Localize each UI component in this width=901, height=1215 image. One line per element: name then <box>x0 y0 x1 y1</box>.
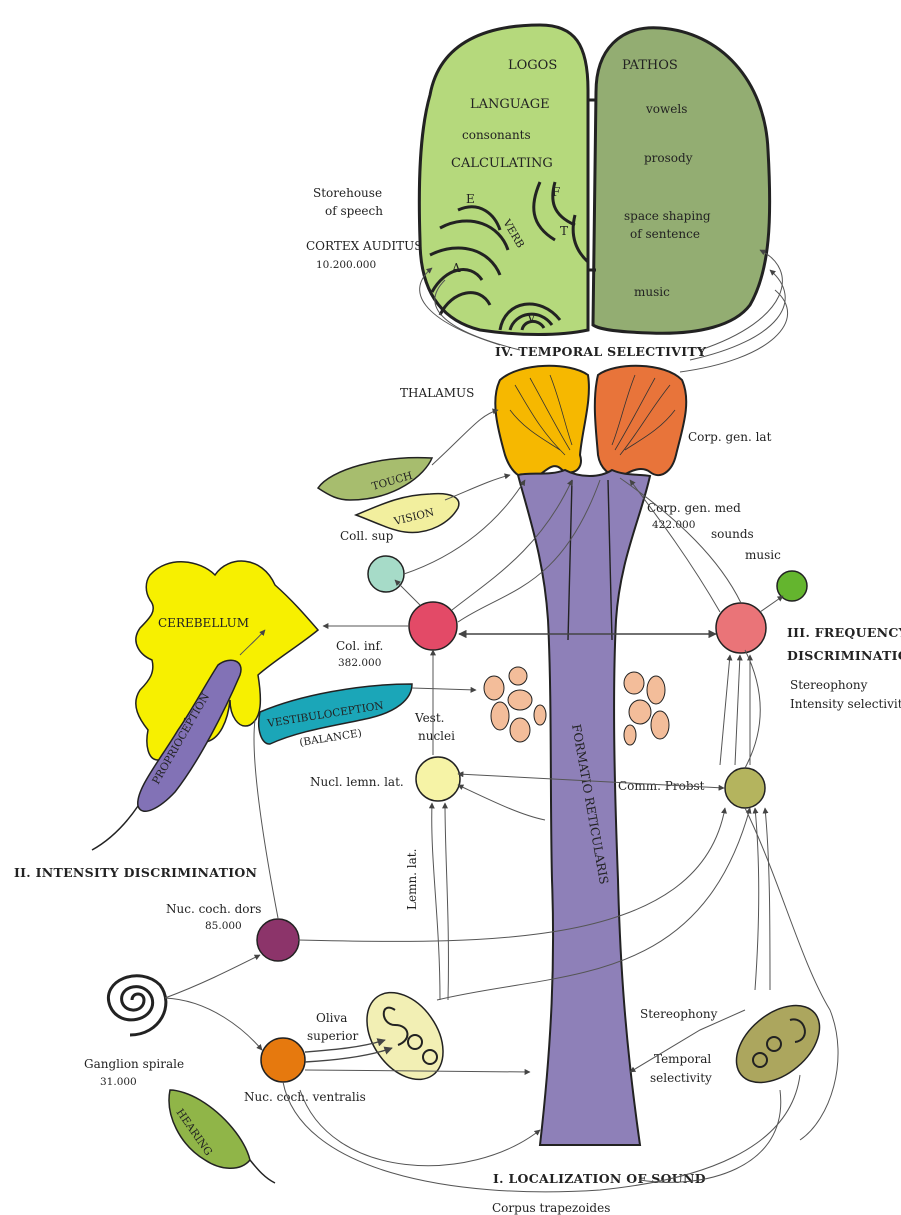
hearing-stem <box>250 1160 275 1183</box>
area-e-label: E <box>466 192 475 206</box>
thalamus-left <box>495 366 589 479</box>
proprioception-stem <box>92 806 138 850</box>
stereophony-label: Stereophony <box>790 678 868 692</box>
superior-label: superior <box>307 1029 358 1043</box>
left-hemisphere <box>419 25 588 335</box>
cortex-count-label: 10.200.000 <box>316 259 376 271</box>
vest-label: Vest. <box>414 711 444 725</box>
freq-disc-node <box>716 603 766 653</box>
col-inf-node <box>409 602 457 650</box>
ganglion-count: 31.000 <box>100 1076 137 1088</box>
coll-sup-label: Coll. sup <box>340 529 394 543</box>
corp-gen-med-label: Corp. gen. med <box>647 501 741 515</box>
col-inf-count: 382.000 <box>338 657 381 669</box>
calculating-label: CALCULATING <box>451 156 553 171</box>
intensity-selectivity-label: Intensity selectivity <box>790 697 901 711</box>
corpus-label: Corpus trapezoides <box>492 1201 610 1215</box>
hearing-leaf <box>169 1090 250 1168</box>
thalamus-right <box>595 366 686 476</box>
freq-disc-heading-1: III. FREQUENCY <box>787 625 901 640</box>
cortex-auditus-label: CORTEX AUDITUS <box>306 239 422 253</box>
stereophony-lower-label: Stereophony <box>640 1007 718 1021</box>
music-label: music <box>745 548 781 562</box>
probst-node <box>725 768 765 808</box>
temporal-selectivity-heading: IV. TEMPORAL SELECTIVITY <box>495 344 707 359</box>
oliva-superior-right <box>722 990 834 1098</box>
oliva-superior-left <box>351 978 458 1093</box>
vowels-label: vowels <box>645 102 687 116</box>
lemn-lat-label: Lemn. lat. <box>405 849 419 910</box>
space-shaping-label: space shaping <box>624 209 711 223</box>
ganglion-label: Ganglion spirale <box>84 1057 184 1071</box>
temporal-label: Temporal <box>654 1052 711 1066</box>
lemn-lat-node <box>416 757 460 801</box>
corp-gen-med-count: 422.000 <box>652 519 695 531</box>
col-inf-label: Col. inf. <box>336 639 383 653</box>
area-v-label: V <box>526 311 536 325</box>
logos-label: LOGOS <box>508 58 557 73</box>
nuc-coch-dors-label: Nuc. coch. dors <box>166 902 261 916</box>
music-hemisphere-label: music <box>634 285 670 299</box>
oliva-label: Oliva <box>316 1011 347 1025</box>
of-speech-label: of speech <box>325 204 383 218</box>
freq-disc-heading-2: DISCRIMINATION <box>787 648 901 663</box>
localization-heading: I. LOCALIZATION OF SOUND <box>493 1171 706 1186</box>
cerebellum-label: CEREBELLUM <box>158 616 249 630</box>
coll-sup-node <box>368 556 404 592</box>
intensity-disc-heading: II. INTENSITY DISCRIMINATION <box>14 865 257 880</box>
of-sentence-label: of sentence <box>630 227 700 241</box>
storehouse-label: Storehouse <box>313 186 382 200</box>
area-a-label: A <box>451 261 461 275</box>
area-t-label: T <box>560 224 568 238</box>
sounds-label: sounds <box>711 527 754 541</box>
nuc-coch-dors-node <box>257 919 299 961</box>
selectivity-label: selectivity <box>650 1071 712 1085</box>
nuc-coch-vent-node <box>261 1038 305 1082</box>
area-f-label: F <box>552 185 560 199</box>
vest-nuclei-right <box>624 672 669 745</box>
vest-nuclei-left <box>484 667 546 742</box>
prosody-label: prosody <box>644 151 693 165</box>
nuclei-label: nuclei <box>418 729 455 743</box>
nuc-coch-dors-count: 85.000 <box>205 920 242 932</box>
thalamus-label: THALAMUS <box>400 386 474 400</box>
touch-leaf <box>318 458 432 500</box>
pathos-label: PATHOS <box>622 58 678 73</box>
ganglion-spirale <box>108 976 165 1035</box>
nucl-lemn-lat-label: Nucl. lemn. lat. <box>310 775 404 789</box>
language-label: LANGUAGE <box>470 97 550 112</box>
consonants-label: consonants <box>462 128 531 142</box>
corp-gen-lat-label: Corp. gen. lat <box>688 430 772 444</box>
right-hemisphere <box>593 28 770 333</box>
